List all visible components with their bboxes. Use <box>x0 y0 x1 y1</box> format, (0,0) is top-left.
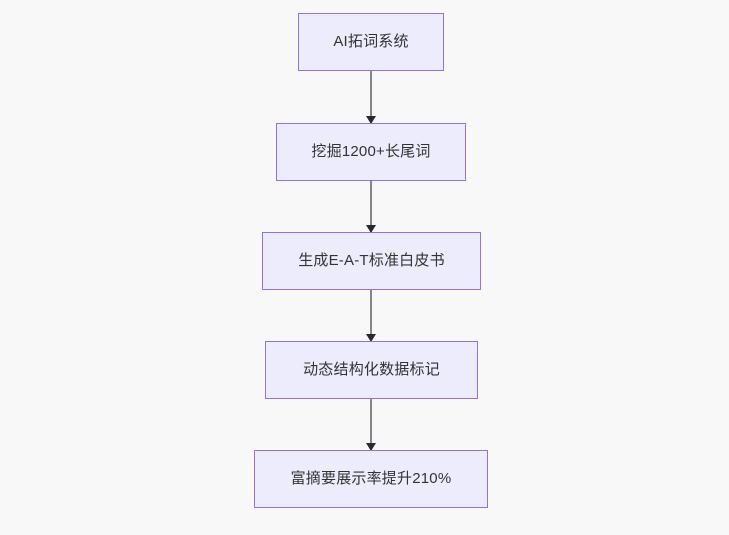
arrow-down-icon <box>366 334 376 342</box>
flow-node-label: 富摘要展示率提升210% <box>290 470 452 487</box>
flow-node-rich-snippet-impression-uplift[interactable]: 富摘要展示率提升210% <box>254 450 488 508</box>
flow-node-generate-eat-whitepaper[interactable]: 生成E-A-T标准白皮书 <box>262 232 481 290</box>
arrow-down-icon <box>366 225 376 233</box>
edge-line <box>370 399 372 450</box>
flow-node-dynamic-structured-data-markup[interactable]: 动态结构化数据标记 <box>265 341 478 399</box>
flow-edge-2-to-3 <box>366 181 376 233</box>
flow-node-label: AI拓词系统 <box>333 33 409 50</box>
flow-node-mine-longtail-keywords[interactable]: 挖掘1200+长尾词 <box>276 123 466 181</box>
arrow-down-icon <box>366 443 376 451</box>
edge-line <box>370 71 372 123</box>
edge-line <box>370 290 372 341</box>
flow-node-label: 动态结构化数据标记 <box>303 361 440 378</box>
edge-line <box>370 181 372 232</box>
flow-node-label: 生成E-A-T标准白皮书 <box>298 252 445 269</box>
flow-edge-1-to-2 <box>366 71 376 124</box>
flow-node-label: 挖掘1200+长尾词 <box>311 143 431 160</box>
flow-edge-3-to-4 <box>366 290 376 342</box>
flow-node-ai-keyword-system[interactable]: AI拓词系统 <box>298 13 444 71</box>
flow-edge-4-to-5 <box>366 399 376 451</box>
arrow-down-icon <box>366 116 376 124</box>
